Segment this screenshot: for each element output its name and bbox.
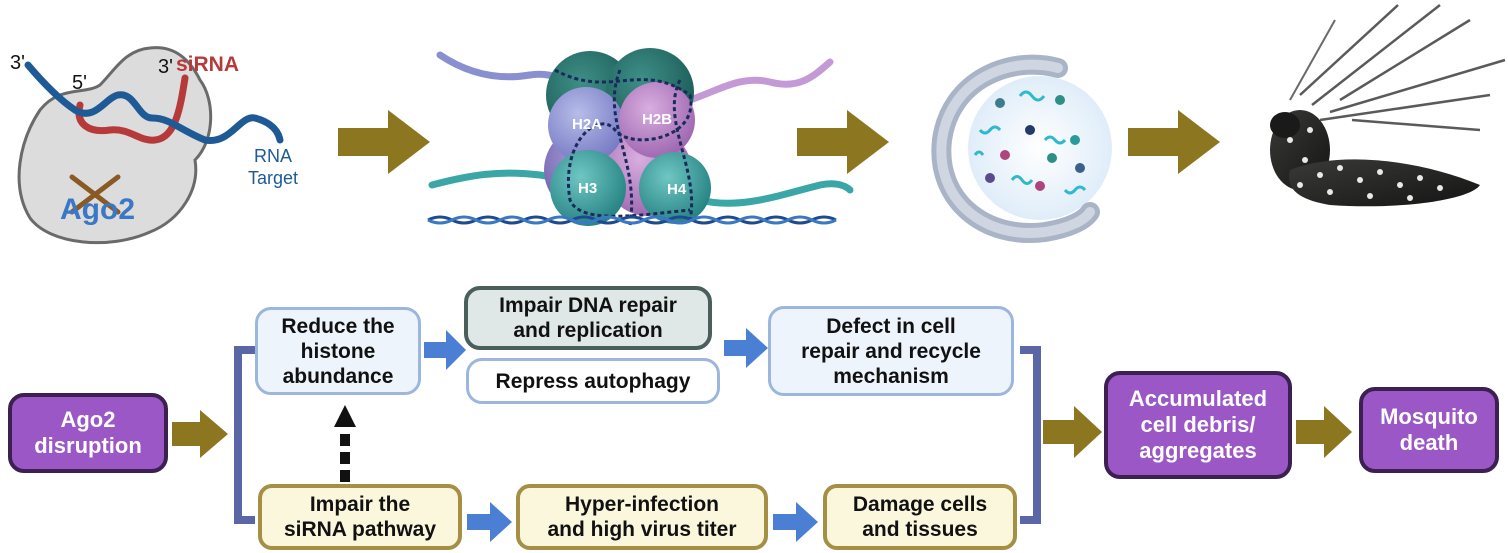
damage-cells-box: Damage cells and tissues	[823, 484, 1017, 550]
dead-mosquito-illustration	[1270, 4, 1506, 207]
impair-sirna-box: Impair the siRNA pathway	[258, 484, 462, 550]
histone-tail-pink	[686, 58, 834, 104]
label-3prime-left: 3'	[10, 52, 25, 74]
arrow-hyper-to-damage	[773, 502, 818, 542]
bracket-right	[1020, 346, 1041, 524]
defect-cell-box: Defect in cell repair and recycle mechan…	[768, 306, 1014, 396]
label-h2b: H2B	[642, 111, 673, 128]
ago2-disruption-text: Ago2 disruption	[34, 407, 142, 458]
label-3prime-right: 3'	[158, 56, 173, 78]
ago2-protein-shape	[17, 46, 213, 245]
damage-cells-text: Damage cells and tissues	[852, 493, 988, 541]
dna-helix-strand	[427, 215, 837, 225]
dna-wrap	[554, 68, 693, 218]
arrow-reduce-to-impair	[424, 330, 466, 370]
bracket-left	[234, 346, 255, 524]
arrow-sirna-to-hyper	[467, 502, 512, 542]
mosquito-abdomen	[1289, 159, 1480, 207]
reduce-histone-text: Reduce the histone abundance	[281, 314, 395, 388]
arrow-impair-to-defect	[724, 328, 768, 368]
label-5prime: 5'	[72, 72, 87, 94]
arrow-bracket-to-accumulated	[1043, 406, 1102, 458]
hyper-infection-box: Hyper-infection and high virus titer	[516, 484, 768, 550]
repress-autophagy-text: Repress autophagy	[495, 369, 691, 393]
mosquito-death-text: Mosquito death	[1380, 404, 1478, 455]
label-h4: H4	[667, 181, 687, 198]
repress-autophagy-box: Repress autophagy	[466, 358, 720, 404]
hyper-infection-text: Hyper-infection and high virus titer	[547, 493, 737, 541]
label-h3: H3	[578, 180, 598, 197]
arrow-top-1	[338, 110, 430, 174]
histone-tail-teal-right	[696, 180, 854, 207]
accumulated-debris-text: Accumulated cell debris/ aggregates	[1128, 386, 1268, 463]
autophagy-vesicle-illustration	[931, 54, 1112, 243]
ago2-complex-illustration	[17, 46, 284, 245]
cargo-particles	[973, 90, 1087, 195]
ago2-disruption-box: Ago2 disruption	[8, 393, 168, 473]
arrow-accumulated-to-death	[1296, 406, 1352, 458]
mosquito-death-box: Mosquito death	[1359, 387, 1499, 473]
ago2-cross-mark	[69, 174, 121, 215]
reduce-histone-box: Reduce the histone abundance	[255, 307, 421, 395]
defect-cell-text: Defect in cell repair and recycle mechan…	[801, 314, 981, 388]
label-ago2: Ago2	[60, 193, 135, 226]
arrow-top-3	[1128, 110, 1220, 174]
impair-dna-box: Impair DNA repair and replication	[464, 286, 712, 350]
label-sirna: siRNA	[176, 53, 240, 76]
accumulated-debris-box: Accumulated cell debris/ aggregates	[1104, 371, 1292, 479]
rna-target-strand	[24, 61, 284, 144]
sirna-strand	[75, 74, 189, 144]
histone-h3	[550, 150, 626, 226]
arrow-ago2-to-bracket	[172, 410, 228, 458]
label-rna-target: RNA Target	[248, 146, 299, 188]
impair-sirna-text: Impair the siRNA pathway	[283, 493, 437, 541]
arrow-top-2	[797, 110, 889, 174]
nucleosome-illustration	[427, 48, 854, 226]
mosquito-head	[1270, 112, 1300, 138]
histone-h2a	[548, 87, 624, 163]
dashed-up-arrow	[334, 405, 356, 482]
impair-dna-text: Impair DNA repair and replication	[499, 294, 677, 342]
label-h2a: H2A	[572, 116, 603, 133]
